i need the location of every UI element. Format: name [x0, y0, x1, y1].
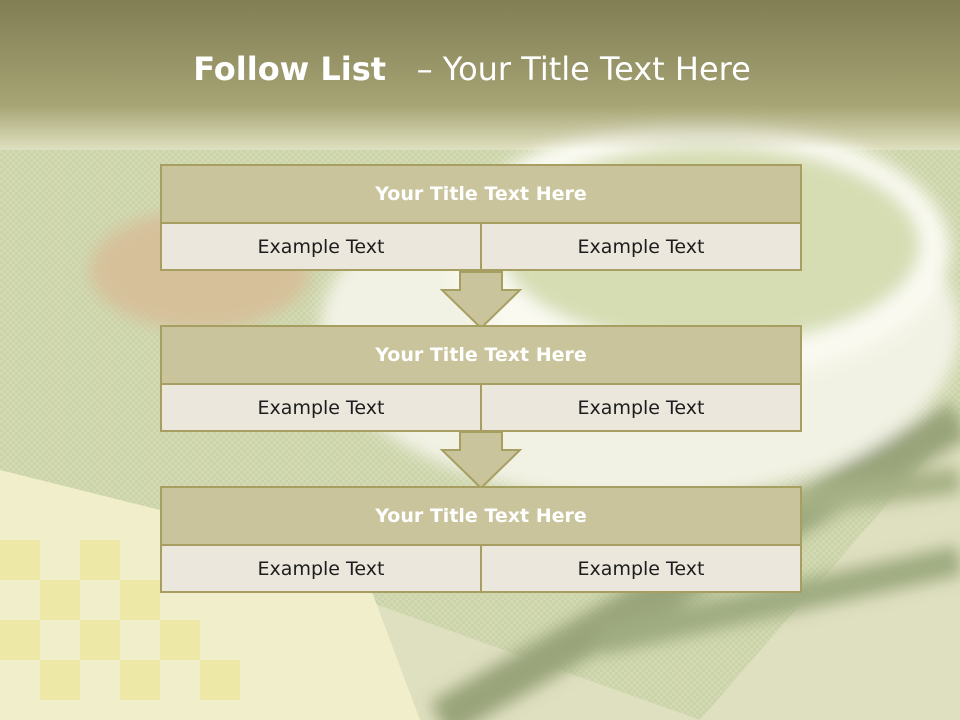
- down-arrow-icon: [439, 271, 523, 330]
- title-bold: Follow List: [193, 50, 387, 88]
- down-arrow-icon: [439, 431, 523, 490]
- block-title: Your Title Text Here: [162, 488, 800, 546]
- block-cell-left: Example Text: [162, 224, 482, 269]
- list-block-2: Your Title Text Here Example Text Exampl…: [160, 325, 802, 432]
- block-cell-right: Example Text: [482, 546, 800, 591]
- list-block-1: Your Title Text Here Example Text Exampl…: [160, 164, 802, 271]
- block-cell-right: Example Text: [482, 385, 800, 430]
- title-rest: – Your Title Text Here: [416, 50, 751, 88]
- block-title: Your Title Text Here: [162, 327, 800, 385]
- slide-title: Follow List – Your Title Text Here: [0, 50, 944, 88]
- block-cell-left: Example Text: [162, 385, 482, 430]
- block-cell-left: Example Text: [162, 546, 482, 591]
- header-band: [0, 0, 960, 150]
- list-block-3: Your Title Text Here Example Text Exampl…: [160, 486, 802, 593]
- block-cell-right: Example Text: [482, 224, 800, 269]
- block-title: Your Title Text Here: [162, 166, 800, 224]
